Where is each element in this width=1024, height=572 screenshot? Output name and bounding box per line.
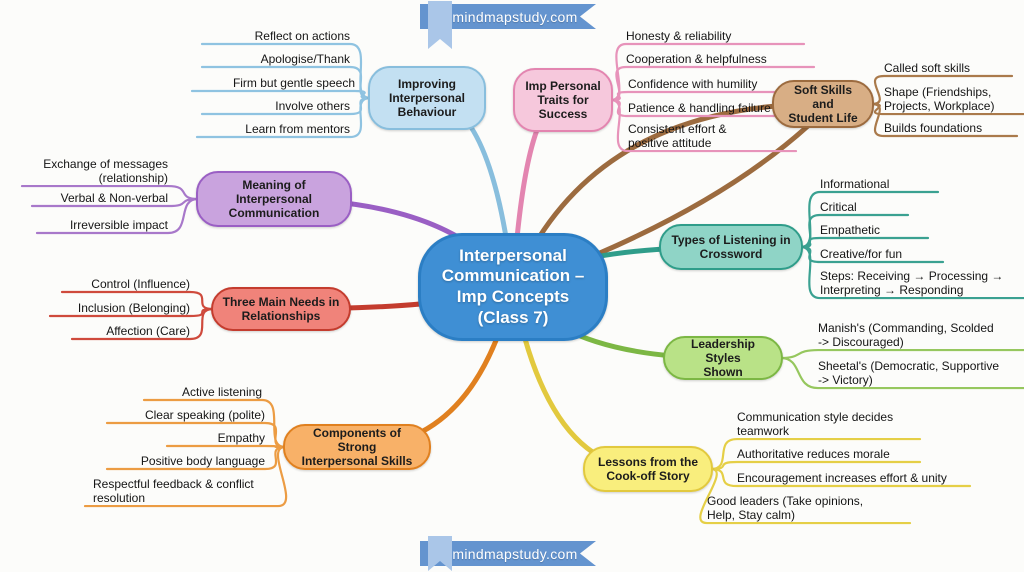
branch-lessons-cook-off: Lessons from the Cook-off Story [583,446,713,492]
leaf-informational: Informational [820,177,890,191]
leaf-involve-others: Involve others [275,99,350,113]
leaf-sheetal-democratic: Sheetal's (Democratic, Supportive -> Vic… [818,359,1000,388]
leaf-control-influence: Control (Influence) [91,277,190,291]
top-banner-text: mindmapstudy.com [452,8,578,25]
leaf-firm-but-gentle-speech: Firm but gentle speech [232,76,355,90]
branch-types-of-listening: Types of Listening in Crossword [659,224,803,270]
top-bookmark-icon [428,1,452,49]
leaf-empathetic: Empathetic [820,223,881,237]
leaf-cooperation-helpfulness: Cooperation & helpfulness [626,52,767,66]
leaf-good-leaders: Good leaders (Take opinions, Help, Stay … [707,494,864,523]
leaf-builds-foundations: Builds foundations [884,121,983,135]
leaf-authoritative-reduces-morale: Authoritative reduces morale [737,447,890,461]
leaf-critical: Critical [820,200,857,214]
central-topic-node: Interpersonal Communication – Imp Concep… [418,233,608,341]
bottom-banner-text: mindmapstudy.com [452,545,578,562]
branch-components-strong-skills: Components of Strong Interpersonal Skill… [283,424,431,470]
leaf-honesty-reliability: Honesty & reliability [626,29,732,43]
leaf-exchange-of-messages: Exchange of messages (relationship) [43,157,168,186]
leaf-active-listening: Active listening [181,385,262,399]
leaf-respectful-feedback: Respectful feedback & conflict resolutio… [93,477,254,506]
leaf-affection-care: Affection (Care) [106,324,190,338]
leaf-empathy: Empathy [217,431,265,445]
branch-improving-interpersonal-behaviour: Improving Interpersonal Behaviour [368,66,486,130]
leaf-consistent-effort: Consistent effort & positive attitude [628,122,727,151]
leaf-creative-for-fun: Creative/for fun [820,247,903,261]
leaf-confidence-with-humility: Confidence with humility [628,77,758,91]
leaf-encouragement-increases: Encouragement increases effort & unity [737,471,947,485]
leaf-positive-body-language: Positive body language [140,454,265,468]
leaf-called-soft-skills: Called soft skills [884,61,971,75]
leaf-irreversible-impact: Irreversible impact [69,218,168,232]
leaf-shape-friendships: Shape (Friendships, Projects, Workplace) [884,85,995,114]
leaf-reflect-on-actions: Reflect on actions [254,29,350,43]
branch-three-main-needs: Three Main Needs in Relationships [211,287,351,331]
leaf-listening-steps: Steps: Receiving → Processing → Interpre… [820,269,1004,298]
leaf-inclusion-belonging: Inclusion (Belonging) [77,301,190,315]
branch-imp-personal-traits: Imp Personal Traits for Success [513,68,613,132]
leaf-communication-style-teamwork: Communication style decides teamwork [737,410,894,439]
leaf-apologise-thank: Apologise/Thank [260,52,350,66]
leaf-manish-commanding: Manish's (Commanding, Scolded -> Discour… [818,321,994,350]
branch-meaning-of-communication: Meaning of Interpersonal Communication [196,171,352,227]
leaf-learn-from-mentors: Learn from mentors [245,122,350,136]
leaf-patience-handling-failure: Patience & handling failure [628,101,771,115]
leaf-verbal-non-verbal: Verbal & Non-verbal [60,191,168,205]
branch-leadership-styles: Leadership Styles Shown [663,336,783,380]
leaf-clear-speaking: Clear speaking (polite) [144,408,265,422]
